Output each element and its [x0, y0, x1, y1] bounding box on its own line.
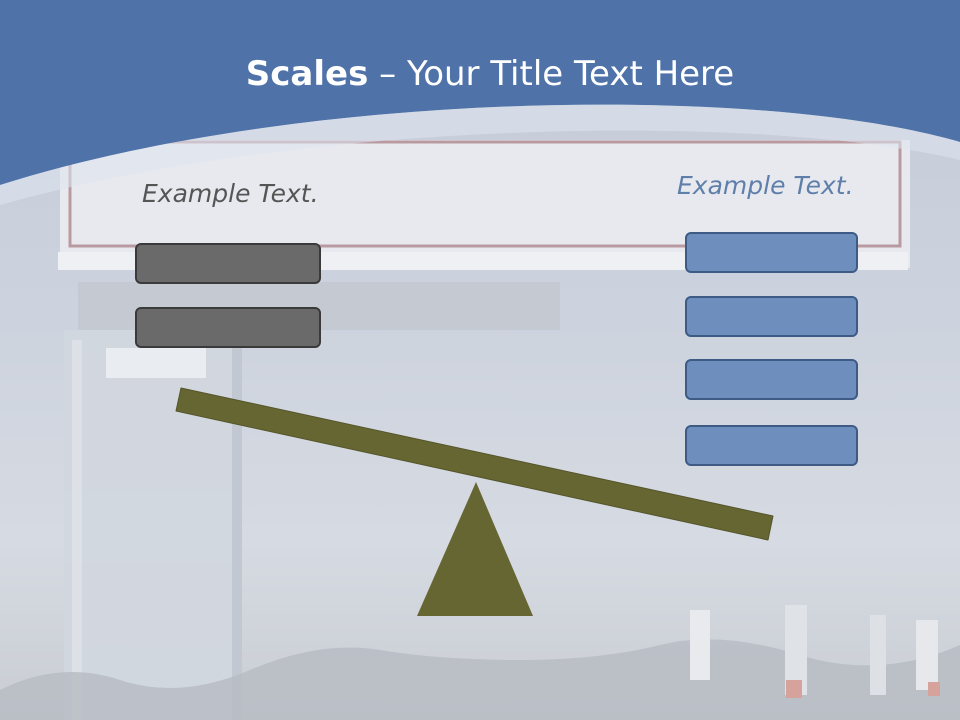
- slide-title: Scales – Your Title Text Here: [0, 52, 960, 96]
- right-label: Example Text.: [677, 171, 854, 200]
- right-box-3[interactable]: [685, 359, 858, 400]
- fulcrum-triangle: [417, 482, 533, 616]
- scale-beam: [175, 387, 774, 541]
- right-box-4[interactable]: [685, 425, 858, 466]
- title-rest: – Your Title Text Here: [368, 54, 735, 94]
- left-label: Example Text.: [142, 179, 319, 208]
- header-band: [0, 0, 960, 185]
- title-bold: Scales: [245, 54, 369, 94]
- left-box-2[interactable]: [135, 307, 321, 348]
- left-box-1[interactable]: [135, 243, 321, 284]
- right-box-2[interactable]: [685, 296, 858, 337]
- trees: [0, 639, 960, 720]
- right-box-1[interactable]: [685, 232, 858, 273]
